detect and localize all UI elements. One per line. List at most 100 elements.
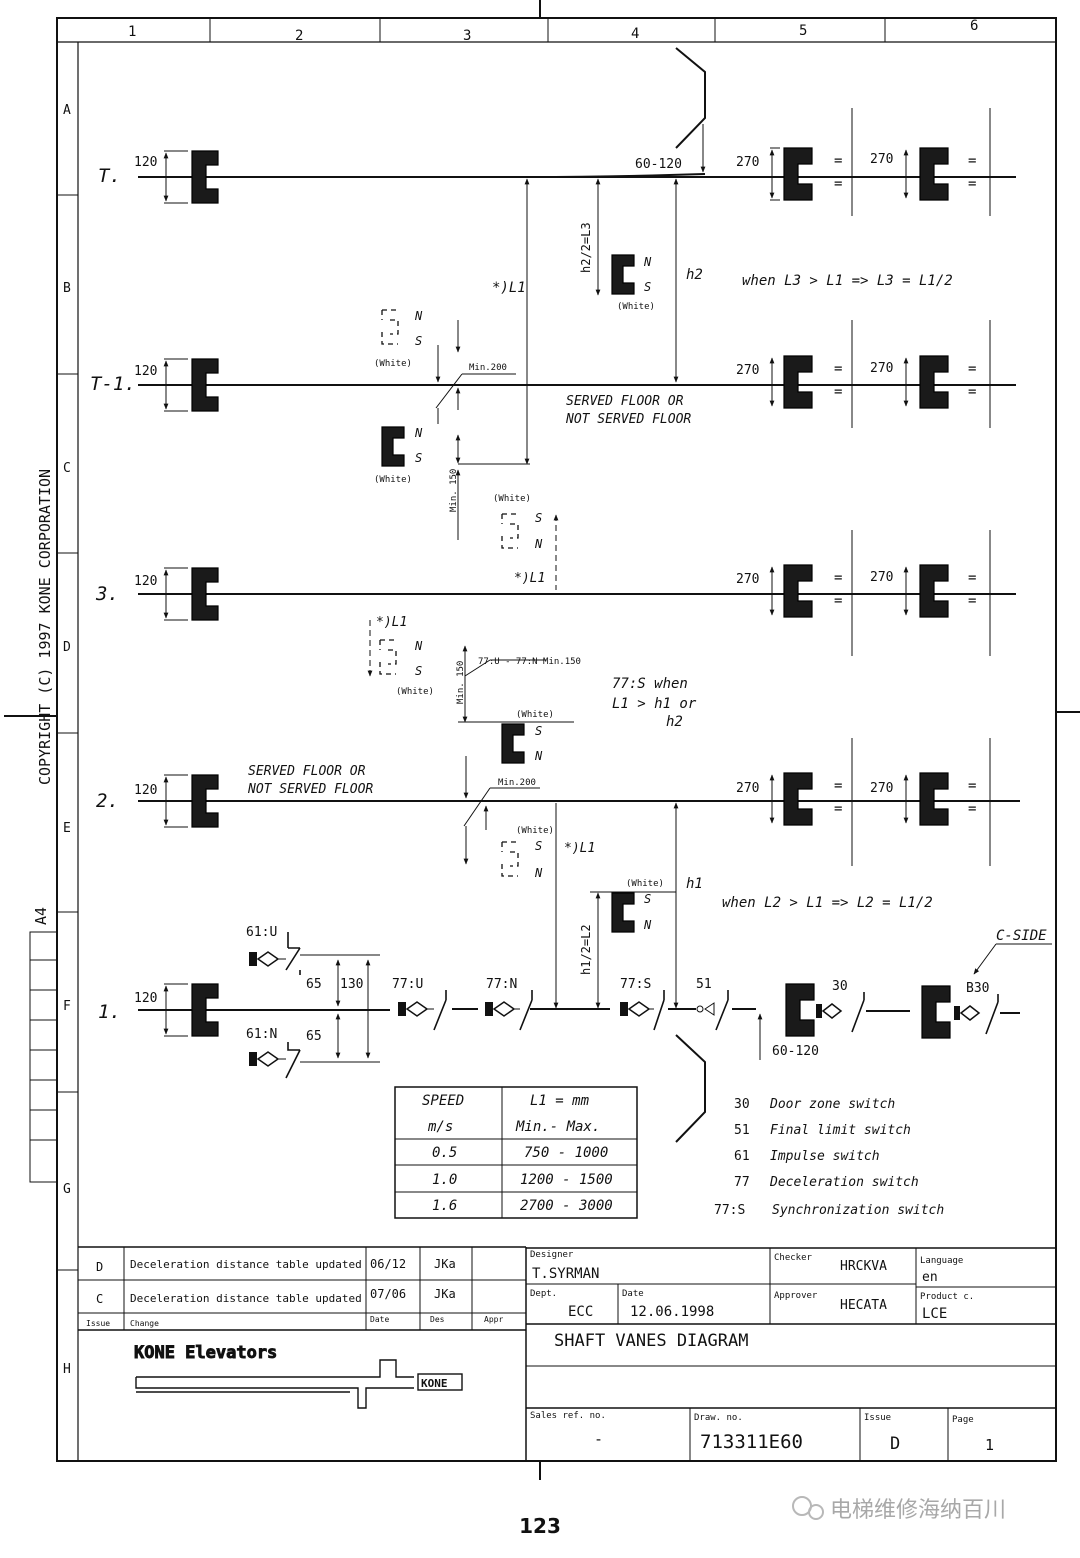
watermark: 电梯维修海纳百川 [792, 1496, 1006, 1523]
designer-value: T.SYRMAN [532, 1266, 599, 1282]
rev-designer: JKa [434, 1257, 456, 1271]
speed-value: 1.0 [432, 1172, 457, 1188]
h1-half-label: h1/2=L2 [579, 924, 593, 975]
dim-65: 65 [306, 1029, 322, 1044]
eq-mark: = [834, 176, 842, 192]
kone-logo: KONE [421, 1377, 448, 1390]
unit-minmax: Min.- Max. [515, 1119, 600, 1135]
approver-label: Approver [774, 1291, 818, 1301]
floor-label: 3. [95, 583, 119, 605]
min150-label: Min. 150 [456, 661, 466, 704]
legend-code: 61 [734, 1149, 750, 1164]
white-note: (White) [617, 302, 655, 312]
approver-value: HECATA [840, 1298, 887, 1313]
floor-1: 1. 120 61:U 61:N 65 65 130 77:U 77:N [98, 925, 1052, 1079]
zone-col-3: 3 [463, 28, 471, 44]
dim-270: 270 [736, 572, 759, 587]
eq-mark: = [834, 778, 842, 794]
when-l2-note: when L2 > L1 => L2 = L1/2 [722, 895, 933, 911]
dim-120: 120 [134, 364, 157, 379]
floor-label: 2. [96, 790, 119, 812]
dim-120: 120 [134, 155, 157, 170]
sales-value: - [594, 1430, 603, 1448]
legend-text: Impulse switch [770, 1149, 880, 1164]
pole-n: N [643, 918, 652, 932]
legend-text: Deceleration switch [769, 1175, 919, 1190]
legend-code: 77 [734, 1175, 750, 1190]
speed-value: 0.5 [432, 1145, 457, 1161]
served-floor-note: NOT SERVED FLOOR [247, 782, 373, 797]
eq-mark: = [968, 361, 976, 377]
zone-col-4: 4 [631, 26, 639, 42]
pole-n: N [534, 866, 543, 880]
zone-col-6: 6 [970, 18, 978, 34]
zone-row-a: A [63, 103, 71, 118]
date-label: Date [622, 1289, 644, 1299]
dim-270: 270 [870, 570, 893, 585]
rev-designer: JKa [434, 1287, 456, 1301]
eq-mark: = [968, 384, 976, 400]
speed-header: SPEED [422, 1093, 464, 1109]
zone-col-1: 1 [128, 24, 136, 40]
range-value: 1200 - 1500 [520, 1172, 613, 1188]
rev-header-change: Change [130, 1319, 159, 1328]
legend-code: 77:S [714, 1203, 745, 1218]
rev-issue: C [96, 1292, 103, 1306]
served-floor-note: NOT SERVED FLOOR [565, 412, 691, 427]
switch-61n-label: 61:N [246, 1027, 277, 1042]
rev-issue: D [96, 1260, 103, 1274]
white-note: (White) [516, 826, 554, 836]
legend-text: Door zone switch [769, 1097, 895, 1112]
dept-value: ECC [568, 1304, 593, 1320]
dim-120: 120 [134, 574, 157, 589]
designer-label: Designer [530, 1250, 574, 1260]
dim-270: 270 [736, 781, 759, 796]
revision-block: D Deceleration distance table updated 06… [78, 1246, 526, 1331]
page-label: Page [952, 1415, 974, 1425]
pole-n: N [643, 255, 652, 269]
dim-60-120: 60-120 [635, 157, 682, 172]
min200-label: Min.200 [498, 778, 536, 788]
pole-s: S [535, 511, 542, 525]
checker-label: Checker [774, 1253, 813, 1263]
pole-s: S [415, 664, 422, 678]
dim-30: 30 [832, 979, 848, 994]
l1-label: *)L1 [376, 615, 407, 630]
language-value: en [922, 1270, 938, 1285]
title-block: Designer T.SYRMAN Checker HRCKVA Languag… [525, 1247, 1056, 1461]
rev-header-issue: Issue [86, 1319, 110, 1328]
s77-note: 77:S when [612, 676, 688, 692]
dim-270: 270 [736, 363, 759, 378]
dim-60-120: 60-120 [772, 1044, 819, 1059]
rev-change: Deceleration distance table updated [130, 1292, 362, 1305]
eq-mark: = [968, 801, 976, 817]
h2-label: h2 [686, 267, 703, 283]
drawing-frame [4, 0, 1080, 1480]
range-value: 750 - 1000 [524, 1145, 608, 1161]
c-side-label: C-SIDE [996, 928, 1047, 944]
zone-row-g: G [63, 1182, 71, 1197]
range-value: 2700 - 3000 [520, 1198, 613, 1214]
product-label: Product c. [920, 1292, 974, 1302]
floor-label: 1. [98, 1001, 121, 1023]
pole-s: S [535, 724, 542, 738]
floor-2: 2. 120 SERVED FLOOR OR NOT SERVED FLOOR … [96, 738, 1020, 866]
switch-51-label: 51 [696, 977, 712, 992]
white-note: (White) [374, 359, 412, 369]
issue-label: Issue [864, 1413, 891, 1423]
s77-note: L1 > h1 or [612, 696, 697, 712]
switch-61u-label: 61:U [246, 925, 277, 940]
date-value: 12.06.1998 [630, 1304, 714, 1320]
legend-code: 30 [734, 1097, 750, 1112]
draw-no-label: Draw. no. [694, 1413, 743, 1423]
rev-header-des: Des [430, 1315, 445, 1324]
l1-label: *)L1 [492, 280, 526, 296]
pole-s: S [644, 892, 651, 906]
zone-col-5: 5 [799, 23, 807, 39]
product-value: LCE [922, 1306, 947, 1322]
rev-header-appr: Appr [484, 1315, 503, 1324]
eq-mark: = [834, 570, 842, 586]
pole-n: N [534, 749, 543, 763]
h1-label: h1 [686, 876, 703, 892]
zone-row-c: C [63, 461, 71, 476]
